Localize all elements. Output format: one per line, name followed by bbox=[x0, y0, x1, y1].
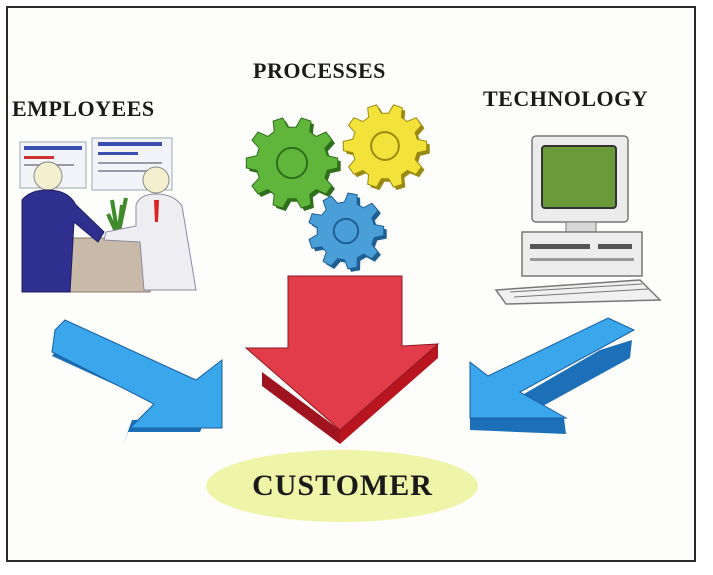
processes-label: PROCESSES bbox=[253, 58, 386, 83]
arrow-processes bbox=[244, 275, 440, 444]
arrow-employees bbox=[51, 319, 223, 448]
employees-label: EMPLOYEES bbox=[12, 96, 155, 121]
employees-illustration bbox=[19, 137, 197, 293]
gear-blue-icon bbox=[308, 192, 387, 272]
arrow-technology bbox=[469, 317, 636, 434]
computer-illustration bbox=[494, 135, 662, 305]
gear-yellow-icon bbox=[342, 104, 430, 191]
gear-green-icon bbox=[245, 117, 341, 211]
customer-label: CUSTOMER bbox=[252, 469, 433, 502]
technology-label: TECHNOLOGY bbox=[483, 86, 649, 111]
customer-ellipse bbox=[206, 450, 478, 522]
